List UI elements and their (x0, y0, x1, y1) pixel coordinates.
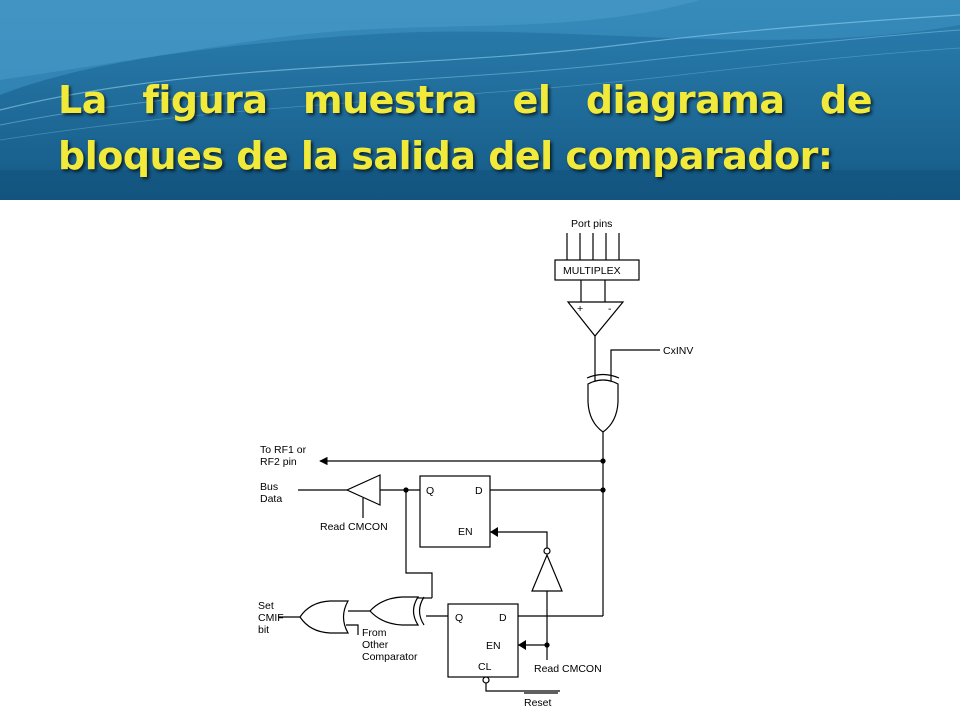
comparator-output-block-diagram: Port pins MULTIPLEX + - CxINV To RF1 or … (258, 218, 693, 709)
bottom-latch-cl-label: CL (478, 661, 492, 673)
multiplex-block (554, 259, 640, 281)
from-other-comparator-line1: From (362, 627, 387, 639)
slide-title: La figura muestra el diagrama de bloques… (58, 78, 873, 178)
xor-gate (586, 373, 620, 433)
from-other-comparator-line3: Comparator (362, 651, 418, 663)
to-rf1-label-line1: To RF1 or (260, 444, 307, 456)
bottom-latch-q-label: Q (455, 612, 463, 624)
comparator-symbol (566, 301, 625, 337)
comparator-minus-label: - (608, 303, 612, 315)
to-rf1-label-line2: RF2 pin (260, 456, 297, 468)
top-latch-block (419, 475, 491, 548)
bottom-latch-d-label: D (499, 612, 507, 624)
top-latch-q-label: Q (426, 485, 434, 497)
tristate-buffer (345, 474, 381, 506)
slide-header: La figura muestra el diagrama de bloques… (0, 0, 960, 200)
from-other-comparator-line2: Other (362, 639, 389, 651)
bus-data-label-line2: Data (260, 493, 282, 505)
bus-data-label-line1: Bus (260, 481, 278, 493)
comparator-plus-label: + (577, 303, 583, 315)
read-cmcon-bottom-label: Read CMCON (534, 663, 602, 675)
top-latch-en-label: EN (458, 526, 473, 538)
header-wave-background (0, 0, 960, 200)
port-pins-label: Port pins (571, 218, 612, 230)
multiplex-label: MULTIPLEX (563, 265, 621, 277)
inverter-symbol (531, 553, 563, 592)
reset-label: Reset (524, 697, 552, 709)
port-pin-lines (566, 233, 620, 260)
cmif-or-gate (299, 600, 350, 634)
set-cmif-label-line1: Set (258, 600, 274, 612)
cxinv-label: CxINV (663, 345, 693, 357)
bottom-latch-en-label: EN (486, 640, 501, 652)
cmif-xor-gate (369, 596, 425, 626)
bottom-latch-block (447, 603, 519, 678)
read-cmcon-top-label: Read CMCON (320, 521, 388, 533)
set-cmif-label-line2: CMIF (258, 612, 284, 624)
top-latch-d-label: D (475, 485, 483, 497)
set-cmif-label-line3: bit (258, 624, 269, 636)
